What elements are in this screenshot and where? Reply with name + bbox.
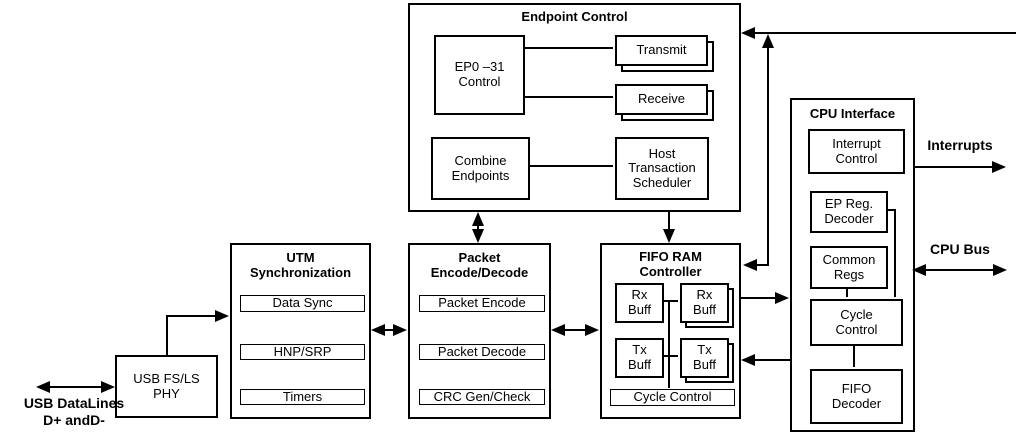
utm-synchronization-title: UTM Synchronization — [249, 250, 352, 281]
ep-reg-decoder-box: EP Reg. Decoder — [810, 191, 888, 233]
usb-datalines-label: USB DataLines D+ andD- — [23, 395, 125, 428]
data-sync-box: Data Sync — [240, 295, 365, 312]
fifo-cycle-control-box: Cycle Control — [610, 389, 735, 406]
combine-endpoints-box: Combine Endpoints — [431, 137, 530, 200]
connector-utm-packet — [371, 324, 407, 336]
transmit-box: Transmit — [615, 35, 708, 66]
tx-buff-box: Tx Buff — [615, 338, 664, 378]
timers-box: Timers — [240, 389, 365, 405]
endpoint-control-block: Endpoint Control EP0 –31 Control Transmi… — [408, 3, 741, 212]
connector-usb-datalines — [36, 381, 115, 393]
rx-buff-stacked-box: Rx Buff — [680, 283, 729, 323]
utm-synchronization-block: UTM Synchronization Data Sync HNP/SRP Ti… — [230, 243, 371, 419]
connector-feedback-top — [741, 27, 1016, 39]
interrupt-control-box: Interrupt Control — [808, 129, 905, 174]
connector-cpu-fifo — [741, 354, 790, 366]
usb-phy-box: USB FS/LS PHY — [115, 355, 218, 418]
fifo-ram-controller-title: FIFO RAM Controller — [639, 249, 702, 280]
connector-interrupts — [915, 161, 1006, 173]
packet-encode-decode-block: Packet Encode/Decode Packet Encode Packe… — [408, 243, 551, 419]
fifo-ram-controller-block: FIFO RAM Controller Rx Buff Rx Buff Tx B… — [600, 243, 741, 419]
connector-fifo-cpu — [741, 292, 789, 304]
interrupts-label: Interrupts — [927, 137, 993, 153]
tx-buff-stacked-box: Tx Buff — [680, 338, 729, 378]
cpu-cycle-control-box: Cycle Control — [810, 299, 903, 346]
connector-packet-fifo — [551, 324, 599, 336]
receive-box: Receive — [615, 84, 708, 115]
packet-encode-decode-title: Packet Encode/Decode — [430, 250, 529, 281]
crc-gen-check-box: CRC Gen/Check — [419, 389, 545, 405]
connector-cpu-bus — [912, 264, 1007, 276]
fifo-decoder-box: FIFO Decoder — [810, 369, 903, 424]
cpu-interface-title: CPU Interface — [809, 106, 896, 121]
cpu-bus-label: CPU Bus — [930, 241, 990, 257]
rx-buff-box: Rx Buff — [615, 283, 664, 323]
endpoint-control-title: Endpoint Control — [521, 9, 628, 24]
connector-endpoint-fifo — [663, 212, 675, 243]
host-transaction-scheduler-box: Host Transaction Scheduler — [615, 137, 709, 200]
packet-decode-box: Packet Decode — [419, 344, 545, 360]
connector-phy-utm — [166, 310, 229, 355]
hnp-srp-box: HNP/SRP — [240, 344, 365, 360]
ep0-31-control-box: EP0 –31 Control — [434, 35, 525, 115]
packet-encode-box: Packet Encode — [419, 295, 545, 312]
connector-feedback-fifo-branch — [743, 34, 774, 271]
connector-endpoint-packet — [472, 212, 484, 243]
common-regs-box: Common Regs — [810, 246, 888, 289]
cpu-interface-block: CPU Interface Interrupt Control EP Reg. … — [790, 98, 915, 432]
